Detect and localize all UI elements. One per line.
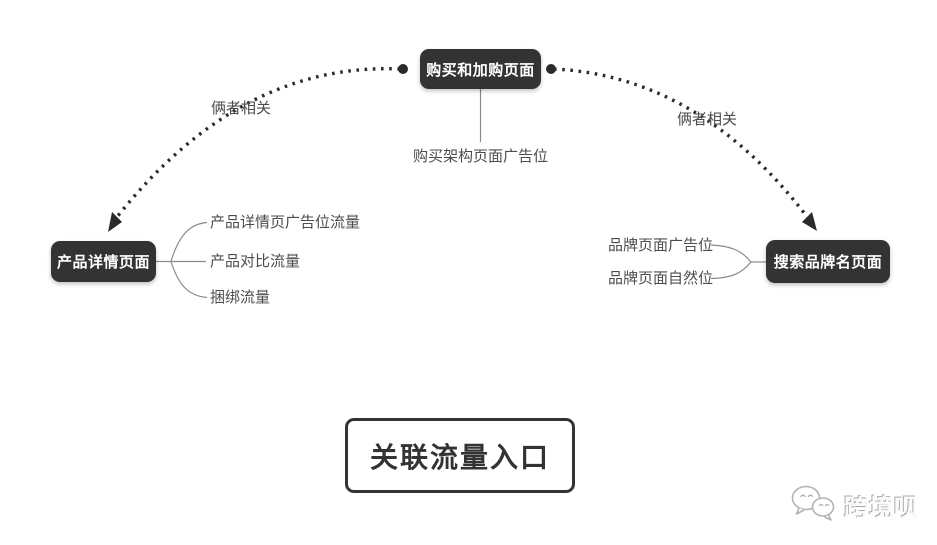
- watermark-brand-text: 跨境呗: [844, 495, 919, 522]
- label-brand-page-ad-slot: 品牌页面广告位: [608, 237, 714, 254]
- edge-label-left-related: 俩者相关: [211, 100, 272, 117]
- watermark: 跨境呗: [790, 484, 919, 527]
- node-product-detail-page: 产品详情页面: [51, 241, 156, 282]
- label-buy-structure-ad-slot: 购买架构页面广告位: [412, 148, 548, 165]
- right-branch-upper: [710, 244, 752, 263]
- label-brand-page-organic-slot: 品牌页面自然位: [608, 270, 714, 287]
- label-product-comparison-traffic: 产品对比流量: [210, 253, 301, 270]
- right-branch-lower: [710, 261, 752, 280]
- node-search-brand-name-page: 搜索品牌名页面: [766, 240, 890, 283]
- label-detail-page-ad-traffic: 产品详情页广告位流量: [210, 214, 361, 231]
- edge-start-dot-right: [546, 64, 556, 74]
- dotted-edge-right: [553, 67, 810, 220]
- wechat-logo-icon: [790, 484, 836, 527]
- left-branch-lower: [170, 261, 208, 299]
- node-buy-and-add-to-cart-page: 购买和加购页面: [420, 49, 541, 89]
- edge-start-dot-left: [398, 64, 408, 74]
- left-branch-upper: [170, 221, 208, 262]
- dotted-edge-left: [115, 67, 401, 219]
- label-bundle-traffic: 捆绑流量: [210, 289, 271, 306]
- title-box-associated-traffic-entrance: 关联流量入口: [345, 418, 575, 493]
- arrowhead-right: [802, 212, 817, 231]
- edge-label-right-related: 俩者相关: [677, 111, 738, 128]
- arrowhead-left: [108, 212, 122, 232]
